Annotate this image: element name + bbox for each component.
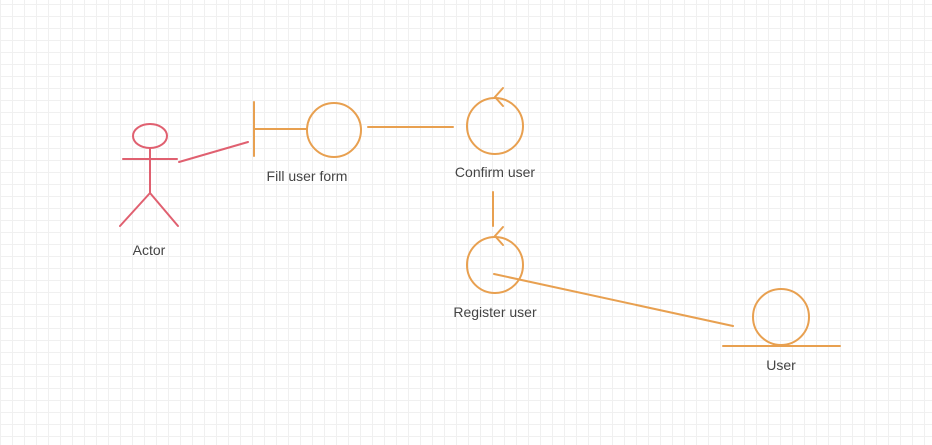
actor-icon[interactable] — [119, 123, 179, 227]
entity-icon[interactable] — [722, 288, 841, 347]
actor-right-leg — [149, 192, 179, 227]
boundary-circle — [306, 102, 362, 158]
control-arrow — [493, 226, 504, 246]
control-icon-register-user[interactable] — [466, 226, 524, 294]
control-circle — [466, 236, 524, 294]
node-label-confirm-user: Confirm user — [454, 164, 536, 180]
node-label-actor: Actor — [132, 242, 166, 258]
node-label-register-user: Register user — [453, 304, 537, 320]
actor-left-leg — [119, 192, 151, 227]
actor-head — [132, 123, 168, 149]
node-label-fill-user-form: Fill user form — [266, 168, 348, 184]
node-label-user: User — [766, 357, 796, 373]
boundary-icon[interactable] — [253, 101, 362, 158]
edge-actor-to-fill-user-form[interactable] — [178, 141, 249, 163]
control-circle — [466, 97, 524, 155]
edge-register-user-to-user[interactable] — [493, 273, 734, 327]
control-arrow — [493, 87, 504, 107]
control-icon-confirm-user[interactable] — [466, 87, 524, 155]
entity-circle — [752, 288, 810, 346]
